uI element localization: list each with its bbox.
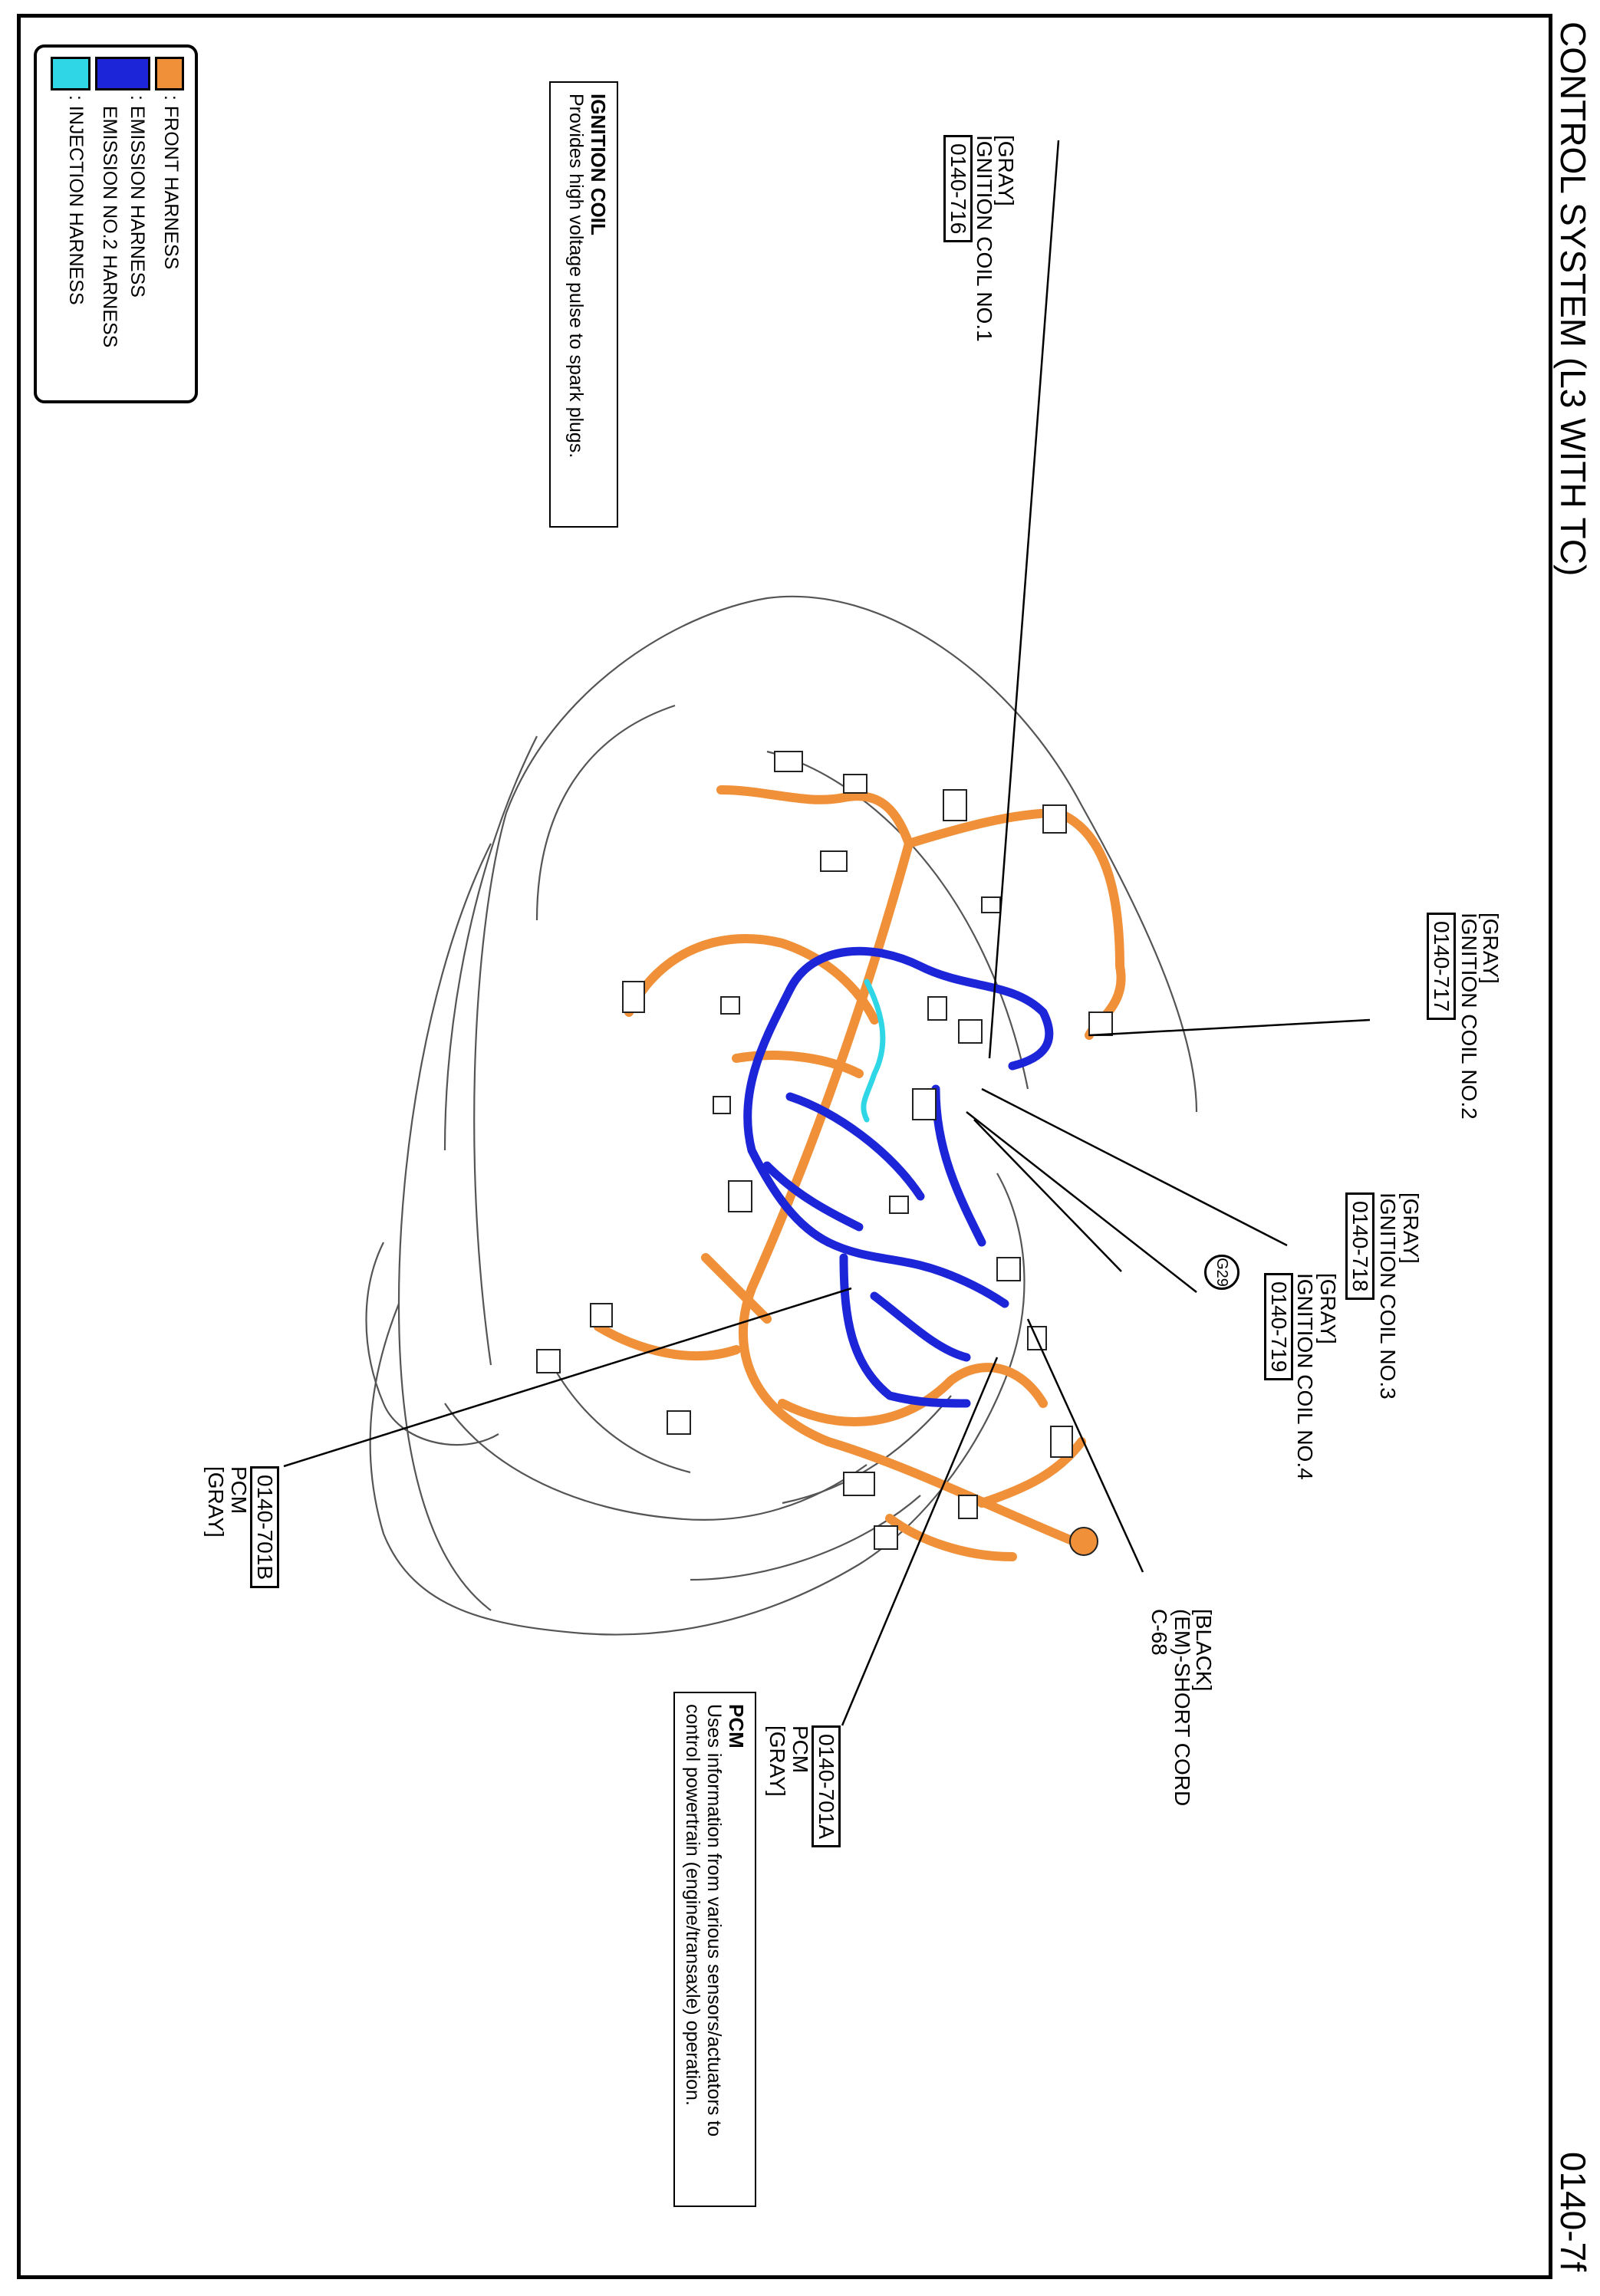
legend-label-injection: : INJECTION HARNESS [65, 95, 87, 305]
ignition-coil-heading: IGNITION COIL [587, 94, 610, 235]
legend-swatch-front [155, 57, 184, 90]
coil3-code: 0140-718 [1345, 1192, 1374, 1301]
coil2-color: [GRAY] [1479, 913, 1503, 984]
pcm-text-line1: Uses information from various sensors/ac… [703, 1704, 725, 2137]
legend-swatch-emission [95, 57, 150, 90]
pcm-description: PCM Uses information from various sensor… [673, 1692, 756, 2207]
front-harness [594, 785, 1126, 1561]
emission-harness [743, 946, 1054, 1408]
ignition-coil-text: Provides high voltage pulse to spark plu… [565, 94, 587, 459]
ground-g29-badge: G29 [1204, 1255, 1240, 1290]
injection-harness [861, 979, 886, 1123]
pcm-701b-color: [GRAY] [204, 1466, 228, 1538]
coil3-color: [GRAY] [1399, 1192, 1423, 1264]
page-frame [17, 14, 1552, 2279]
leader-lines [283, 140, 1371, 1726]
pcm-701a-code: 0140-701A [812, 1725, 841, 1848]
coil3-name: IGNITION COIL NO.3 [1376, 1192, 1400, 1400]
harness-legend: : FRONT HARNESS : EMISSION HARNESS EMISS… [34, 44, 198, 403]
coil4-name: IGNITION COIL NO.4 [1293, 1273, 1317, 1480]
pcm-701b-code: 0140-701B [250, 1466, 279, 1589]
legend-label-front: : FRONT HARNESS [160, 95, 182, 270]
short-cord-color: [BLACK] [1192, 1609, 1216, 1692]
legend-swatch-injection [51, 57, 91, 90]
coil1-name: IGNITION COIL NO.1 [973, 135, 996, 342]
short-cord-code: C-68 [1147, 1609, 1171, 1656]
pcm-701a-name: PCM [788, 1725, 812, 1774]
coil2-code: 0140-717 [1427, 913, 1456, 1021]
coil1-color: [GRAY] [994, 135, 1018, 206]
pcm-heading: PCM [725, 1704, 748, 1748]
coil2-name: IGNITION COIL NO.2 [1457, 913, 1481, 1120]
coil1-code: 0140-716 [943, 135, 973, 243]
pcm-701a-color: [GRAY] [765, 1725, 789, 1797]
sheet-title: CONTROL SYSTEM (L3 WITH TC) [1553, 21, 1593, 577]
coil4-code: 0140-719 [1264, 1273, 1293, 1381]
coil4-color: [GRAY] [1316, 1273, 1340, 1344]
connector-blocks [536, 751, 1113, 1550]
sheet-page-number: 0140-7f [1553, 2152, 1593, 2272]
pcm-701b-name: PCM [227, 1466, 251, 1515]
legend-label-emission-no2: EMISSION NO.2 HARNESS [99, 106, 120, 348]
ignition-coil-description: IGNITION COIL Provides high voltage puls… [549, 81, 618, 528]
pcm-text-line2: control powertrain (engine/transaxle) op… [682, 1704, 703, 2106]
short-cord-name: (EM)-SHORT CORD [1170, 1609, 1194, 1807]
legend-label-emission: : EMISSION HARNESS [127, 95, 148, 298]
